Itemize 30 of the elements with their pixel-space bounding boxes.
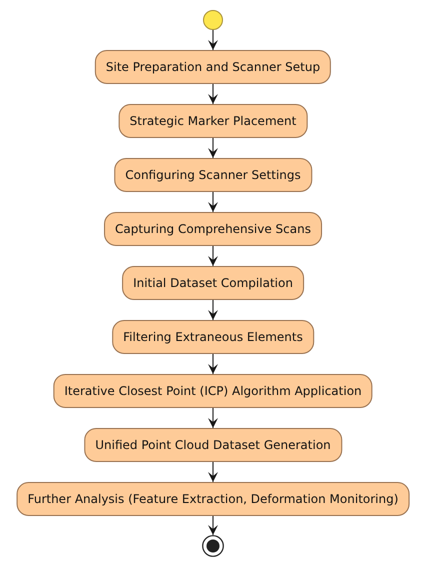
activity-box (118, 104, 308, 138)
activity-label: Filtering Extraneous Elements (123, 330, 303, 344)
activity-label: Capturing Comprehensive Scans (115, 222, 311, 236)
activity-label: Configuring Scanner Settings (125, 168, 301, 182)
activity-box (16, 482, 410, 516)
activity-box (112, 320, 314, 354)
activity-label: Further Analysis (Feature Extraction, Deformation Monitoring) (28, 492, 398, 506)
activity-label: Iterative Closest Point (ICP) Algorithm Application (64, 384, 362, 398)
activity-box (94, 50, 332, 84)
activity-box (104, 212, 322, 246)
activity-box (53, 374, 373, 408)
flow-arrow (208, 354, 218, 374)
activity-box (84, 428, 342, 462)
activity-box (122, 266, 304, 300)
flow-arrow (208, 246, 218, 266)
flow-arrow (208, 138, 218, 158)
flow-arrow (208, 84, 218, 104)
flow-arrow (208, 516, 218, 536)
flow-arrow (208, 462, 218, 482)
activity-box (114, 158, 312, 192)
flow-arrow (208, 408, 218, 428)
flow-arrow (208, 300, 218, 320)
activity-label: Strategic Marker Placement (130, 114, 296, 128)
flow-arrow (208, 30, 218, 50)
start-dot-icon (203, 10, 223, 30)
flow-arrow (208, 192, 218, 212)
activity-label: Initial Dataset Compilation (133, 276, 293, 290)
activity-label: Site Preparation and Scanner Setup (106, 60, 320, 74)
activity-label: Unified Point Cloud Dataset Generation (95, 438, 331, 452)
end-bullseye-icon (202, 535, 224, 557)
